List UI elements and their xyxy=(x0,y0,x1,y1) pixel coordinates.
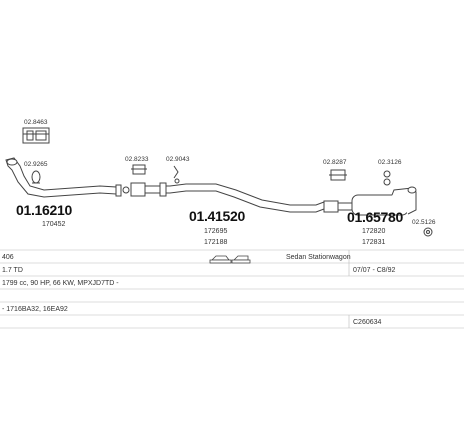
end-clip-icon xyxy=(423,227,433,237)
rear-silencer-ref-1: 172820 xyxy=(362,228,385,235)
hanger-b-icon xyxy=(383,170,391,186)
middle-pipe-ref-2: 172188 xyxy=(204,239,227,246)
hanger-a-icon xyxy=(173,165,180,184)
clamp-left-icon xyxy=(31,170,41,184)
mounting-kit-box-icon xyxy=(22,127,50,144)
front-pipe-ref: 170452 xyxy=(42,221,65,228)
connector-clip-icon xyxy=(115,184,130,197)
car-body-icon xyxy=(209,255,251,264)
middle-pipe-ref-1: 172695 xyxy=(204,228,227,235)
clamp-a-icon xyxy=(131,164,147,175)
middle-pipe-icon xyxy=(130,182,325,213)
clamp-b-icon xyxy=(329,169,347,181)
years-value: 07/07 - C8/92 xyxy=(353,267,396,274)
front-pipe-icon xyxy=(5,157,117,198)
catalog-number: C260634 xyxy=(353,319,382,326)
specs-value: 1799 cc, 90 HP, 66 KW, MPXJD7TD - xyxy=(2,280,119,287)
hanger-b-part-number: 02.3126 xyxy=(378,159,402,166)
middle-pipe-part-number: 01.41520 xyxy=(189,208,246,224)
engine-codes-value: - 1716BA32, 16EA92 xyxy=(2,306,68,313)
clamp-b-part-number: 02.8287 xyxy=(323,159,347,166)
rear-silencer-part-number: 01.65780 xyxy=(347,209,404,225)
box-part-number: 02.8463 xyxy=(24,119,48,126)
rear-silencer-ref-2: 172831 xyxy=(362,239,385,246)
rear-silencer-icon xyxy=(323,186,417,216)
end-clip-part-number: 02.5126 xyxy=(412,219,436,226)
clamp-a-part-number: 02.8233 xyxy=(125,156,149,163)
body-type-value: Sedan Stationwagon xyxy=(286,254,351,261)
hanger-a-part-number: 02.9043 xyxy=(166,156,190,163)
clamp-left-part-number: 02.9265 xyxy=(24,161,48,168)
front-pipe-part-number: 01.16210 xyxy=(16,202,73,218)
engine-value: 1.7 TD xyxy=(2,267,23,274)
model-value: 406 xyxy=(2,254,14,261)
